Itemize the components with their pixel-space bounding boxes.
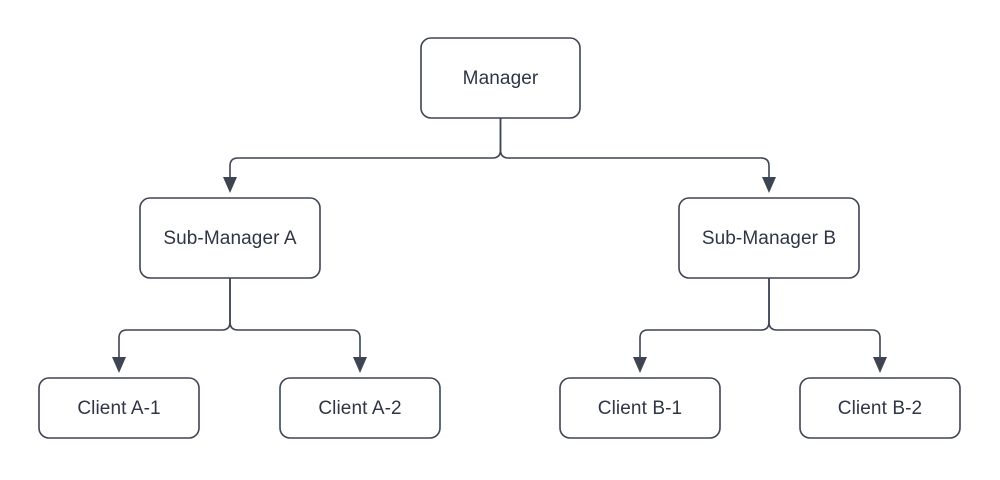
node-label: Sub-Manager B — [702, 228, 836, 249]
node-label: Client B-2 — [838, 398, 922, 419]
node-layer: Manager Sub-Manager A Sub-Manager B Clie… — [38, 37, 961, 439]
node-label: Client A-2 — [318, 398, 401, 419]
node-label: Sub-Manager A — [163, 228, 297, 249]
arrow-head-icon — [633, 357, 647, 373]
node-client-a-2[interactable]: Client A-2 — [279, 377, 441, 439]
edge-sub-manager-a-to-client-a-1[interactable] — [112, 278, 231, 373]
node-box — [279, 377, 441, 439]
node-client-b-1[interactable]: Client B-1 — [559, 377, 721, 439]
edge-sub-manager-b-to-client-b-1[interactable] — [633, 278, 770, 373]
node-sub-manager-b[interactable]: Sub-Manager B — [678, 197, 860, 279]
node-client-a-1[interactable]: Client A-1 — [38, 377, 200, 439]
edge-line — [229, 118, 502, 183]
edge-manager-to-sub-manager-a[interactable] — [223, 118, 502, 193]
edge-manager-to-sub-manager-b[interactable] — [499, 118, 777, 193]
arrow-head-icon — [762, 177, 776, 193]
edge-sub-manager-a-to-client-a-2[interactable] — [229, 278, 367, 373]
node-label: Manager — [463, 68, 539, 89]
arrow-head-icon — [112, 357, 126, 373]
arrow-head-icon — [873, 357, 887, 373]
node-box — [799, 377, 961, 439]
arrow-head-icon — [353, 357, 367, 373]
edge-sub-manager-b-to-client-b-2[interactable] — [768, 278, 887, 373]
node-box — [139, 197, 321, 279]
node-box — [38, 377, 200, 439]
edge-line — [768, 278, 881, 363]
edge-line — [639, 278, 770, 363]
edge-line — [118, 278, 231, 363]
node-client-b-2[interactable]: Client B-2 — [799, 377, 961, 439]
edge-layer — [112, 118, 887, 373]
node-box — [678, 197, 860, 279]
node-box — [420, 37, 581, 119]
edge-line — [229, 278, 361, 363]
node-label: Client B-1 — [598, 398, 682, 419]
node-manager[interactable]: Manager — [420, 37, 581, 119]
node-sub-manager-a[interactable]: Sub-Manager A — [139, 197, 321, 279]
node-label: Client A-1 — [77, 398, 160, 419]
arrow-head-icon — [223, 177, 237, 193]
node-box — [559, 377, 721, 439]
edge-line — [499, 118, 770, 183]
